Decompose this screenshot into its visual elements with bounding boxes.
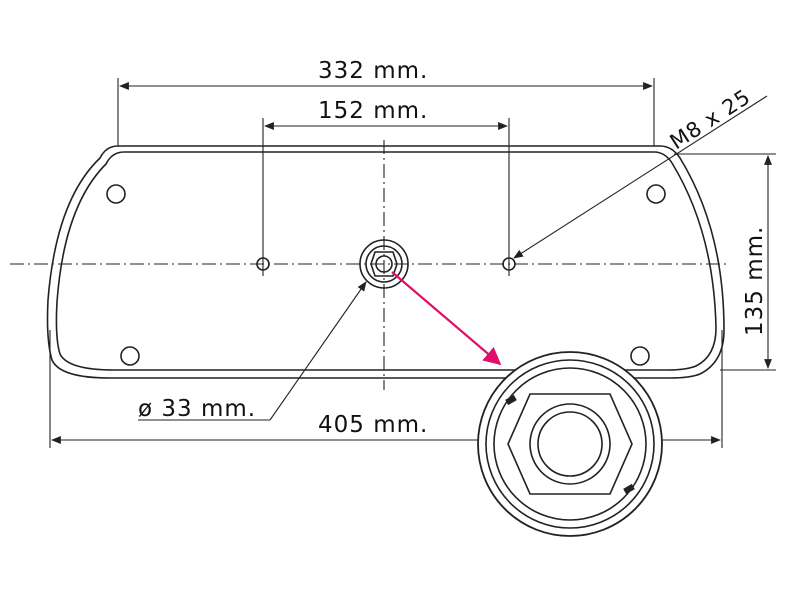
- bolt-label: M8 x 25: [666, 85, 755, 155]
- hub-diameter-leader: [138, 281, 367, 421]
- detail-view: [477, 351, 663, 537]
- central-hub: [359, 239, 409, 289]
- dimension-152-label: 152 mm.: [318, 98, 428, 124]
- bolt-leader: [513, 95, 768, 259]
- mounting-holes: [106, 184, 666, 366]
- detail-arrow: [391, 271, 502, 366]
- dimension-332: [117, 78, 655, 146]
- dimension-332-label: 332 mm.: [318, 58, 428, 84]
- hub-diameter-label: ø 33 mm.: [138, 396, 256, 422]
- dimension-405-label: 405 mm.: [318, 412, 428, 438]
- panel-outline: [46, 145, 725, 379]
- dimension-135-label: 135 mm.: [742, 226, 768, 336]
- dimension-152: [262, 118, 510, 276]
- dimension-135: [674, 153, 776, 371]
